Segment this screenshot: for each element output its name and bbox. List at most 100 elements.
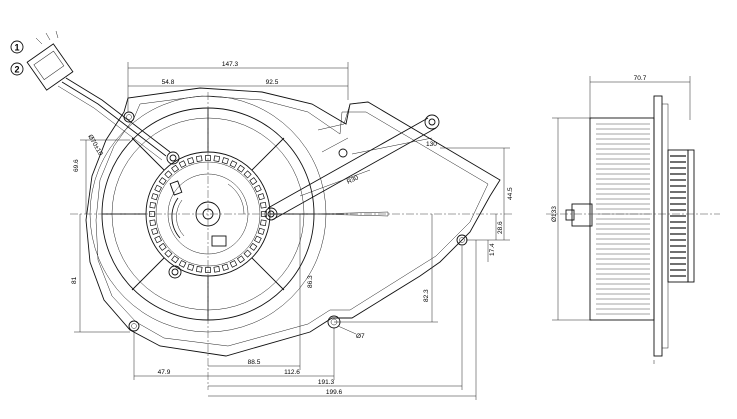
motor-bolt-top: [166, 151, 180, 165]
dim-vertical-86-label: 86.3: [307, 275, 314, 288]
motor-tooth: [154, 235, 162, 244]
dim-side-width: 70.7: [589, 75, 691, 120]
dim-right-small-label: 28.6: [497, 221, 504, 234]
mounting-hole-left: [128, 320, 140, 332]
motor-tooth: [213, 155, 221, 162]
motor-tooth: [151, 193, 159, 201]
motor-tooth: [171, 164, 180, 173]
dim-right-offset-label: 92.5: [266, 79, 279, 86]
dim-bottom-88: 88.5: [208, 354, 301, 370]
motor-teeth: [149, 155, 267, 273]
dim-bottom-199-label: 199.6: [326, 389, 343, 396]
motor-tooth: [195, 266, 203, 273]
housing-inner-outline: [95, 95, 489, 347]
dim-right-offset: 92.5: [208, 79, 348, 87]
motor-tooth: [221, 157, 229, 165]
motor-tooth: [257, 193, 265, 201]
motor-tooth: [236, 164, 245, 173]
side-plate: [653, 95, 663, 357]
side-fan-blades: [596, 123, 650, 315]
dim-bottom-48: 47.9: [133, 332, 208, 380]
dim-overall-width: 147.3: [127, 61, 349, 112]
dim-bottom-88-label: 88.5: [248, 359, 261, 366]
dim-arm-radius: R30: [299, 169, 371, 197]
side-hub: [571, 203, 593, 227]
motor-tooth: [158, 177, 167, 186]
dim-side-diameter: Ø133: [551, 117, 592, 321]
callout-2-label: 2: [14, 65, 19, 75]
motor-tooth: [158, 242, 167, 251]
side-plate-inner: [661, 103, 669, 349]
dim-vertical-82: 82.3: [334, 214, 438, 323]
side-view: 70.7 Ø133: [546, 75, 720, 364]
housing-outline: [85, 87, 501, 357]
outlet-duct: [317, 101, 369, 153]
callout-1: 1: [10, 40, 24, 54]
dim-arm-radius-label: R30: [346, 174, 360, 186]
motor-tooth: [249, 177, 258, 186]
dim-overall-width-label: 147.3: [222, 61, 239, 68]
dim-height-upper-label: 69.6: [73, 159, 80, 172]
motor-tooth: [229, 160, 238, 168]
motor-tooth: [243, 170, 252, 179]
side-motor-fins: [670, 155, 686, 277]
cable: [57, 77, 171, 161]
dim-side-diameter-label: Ø133: [551, 206, 558, 222]
dim-bottom-199: 199.6: [208, 240, 477, 400]
front-view: 147.3 54.8 92.5 Ø70±10 69.6 81 130: [26, 30, 514, 400]
dim-height-total-label: 81: [71, 276, 78, 284]
motor-tooth: [254, 184, 262, 193]
dim-vertical-86: 86.3: [299, 214, 314, 354]
dim-hole-diameter-label: Ø7: [356, 333, 365, 340]
dim-cable-diameter-label: Ø70±10: [86, 134, 104, 158]
motor-tooth: [260, 201, 267, 209]
motor-tooth: [151, 227, 159, 235]
motor-tooth: [149, 219, 156, 227]
dim-right-upper-label: 44.5: [507, 187, 514, 200]
dim-right-tiny-label: 17.4: [489, 243, 496, 256]
callout-1-label: 1: [14, 43, 19, 53]
dim-arm-length: 130: [351, 137, 437, 155]
motor-tooth: [221, 263, 229, 271]
motor-tooth: [149, 201, 156, 209]
motor-tooth: [236, 255, 245, 264]
motor-tooth: [164, 170, 173, 179]
dim-bottom-112-label: 112.6: [284, 369, 300, 376]
connector-plug: [26, 30, 74, 91]
motor-tooth: [213, 266, 221, 273]
motor-tooth: [195, 155, 203, 162]
motor-tooth: [178, 160, 187, 168]
motor-tooth: [178, 260, 187, 268]
dim-side-width-label: 70.7: [634, 75, 647, 82]
motor-tooth: [164, 249, 173, 258]
motor-tooth: [154, 184, 162, 193]
sensor-block: [169, 180, 183, 196]
mounting-hole-duct: [338, 148, 348, 158]
motor-tooth: [243, 249, 252, 258]
dim-bottom-112: 112.6: [208, 328, 335, 380]
dim-left-offset: 54.8: [128, 79, 208, 87]
connector-block: [211, 235, 227, 247]
motor-tooth: [171, 255, 180, 264]
side-motor-cap: [687, 149, 695, 283]
motor-tooth: [187, 263, 195, 271]
motor-tooth: [260, 219, 267, 227]
support-arm: [267, 114, 440, 221]
dim-right-tiny: 17.4: [487, 240, 496, 262]
motor-tooth: [229, 260, 238, 268]
dim-arm-length-label: 130: [426, 141, 437, 148]
dim-bottom-191-label: 191.3: [318, 379, 335, 386]
motor-tooth: [257, 227, 265, 235]
mounting-hole-top: [123, 111, 135, 123]
motor-tooth: [187, 157, 195, 165]
dim-right-upper: 44.5: [440, 147, 514, 240]
dim-hole-diameter: Ø7: [337, 325, 365, 340]
dim-bottom-48-label: 47.9: [158, 369, 171, 376]
dim-bottom-191: 191.3: [208, 246, 463, 390]
side-shaft: [565, 209, 575, 221]
dim-vertical-82-label: 82.3: [423, 289, 430, 302]
motor-tooth: [254, 235, 262, 244]
motor-bolt-bottom: [168, 265, 182, 279]
dim-height-total: 81: [71, 214, 130, 333]
